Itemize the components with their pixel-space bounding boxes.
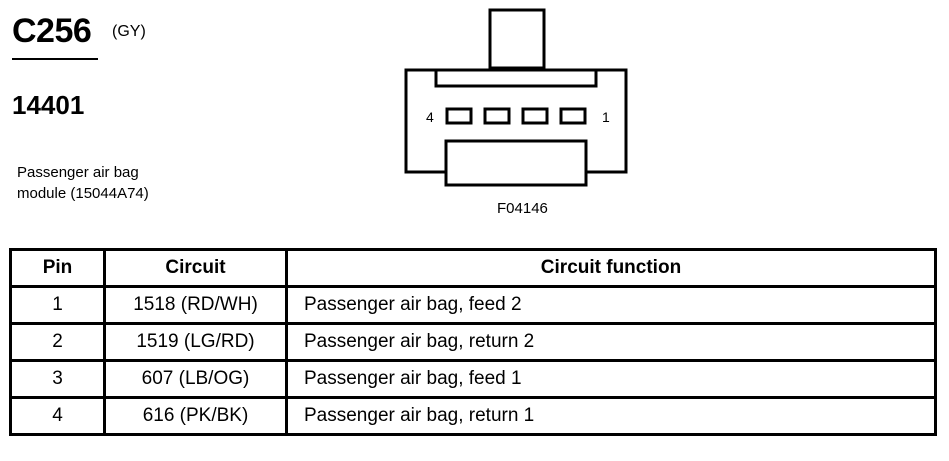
connector-face-diagram: 4 1 [404, 8, 628, 187]
function-cell: Passenger air bag, return 1 [285, 396, 937, 436]
connector-color-code: (GY) [112, 23, 146, 40]
function-cell: Passenger air bag, return 2 [285, 322, 937, 362]
table-row: 3 607 (LB/OG) Passenger air bag, feed 1 [9, 359, 937, 399]
component-description-line1: Passenger air bag [17, 164, 139, 181]
pin-cell: 3 [9, 359, 106, 399]
circuit-cell: 607 (LB/OG) [103, 359, 288, 399]
pin-cavity-2 [521, 107, 549, 125]
function-cell: Passenger air bag, feed 1 [285, 359, 937, 399]
pin-cavity-1 [559, 107, 587, 125]
circuit-cell: 616 (PK/BK) [103, 396, 288, 436]
header-pin: Pin [9, 248, 106, 288]
connector-inner-outline [434, 70, 598, 88]
table-row: 1 1518 (RD/WH) Passenger air bag, feed 2 [9, 285, 937, 325]
figure-code: F04146 [497, 200, 548, 217]
title-underline [12, 58, 98, 60]
circuit-cell: 1518 (RD/WH) [103, 285, 288, 325]
pin-cavity-3 [483, 107, 511, 125]
connector-key [444, 139, 588, 187]
component-description-line2: module (15044A74) [17, 185, 149, 202]
connector-id: C256 [12, 12, 92, 50]
circuit-cell: 1519 (LG/RD) [103, 322, 288, 362]
pinout-table: Pin Circuit Circuit function 1 1518 (RD/… [9, 248, 937, 436]
header-circuit: Circuit [103, 248, 288, 288]
table-header-row: Pin Circuit Circuit function [9, 248, 937, 288]
pin-cell: 1 [9, 285, 106, 325]
pin-cell: 2 [9, 322, 106, 362]
connector-latch [488, 8, 546, 70]
pin-cell: 4 [9, 396, 106, 436]
header-circuit-function: Circuit function [285, 248, 937, 288]
part-number: 14401 [12, 90, 85, 120]
pin-cavity-4 [445, 107, 473, 125]
pin-label-1: 1 [602, 109, 610, 125]
function-cell: Passenger air bag, feed 2 [285, 285, 937, 325]
pin-label-4: 4 [426, 109, 434, 125]
table-row: 4 616 (PK/BK) Passenger air bag, return … [9, 396, 937, 436]
table-row: 2 1519 (LG/RD) Passenger air bag, return… [9, 322, 937, 362]
